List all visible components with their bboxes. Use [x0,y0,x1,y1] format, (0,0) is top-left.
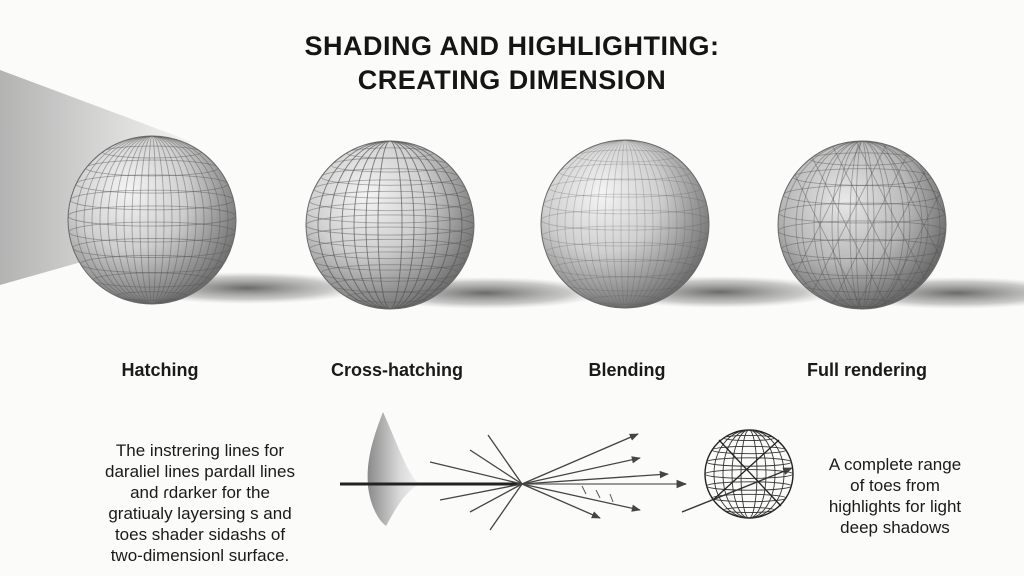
sphere-hatching [67,135,367,305]
outgoing-ray [521,483,641,512]
incoming-ray [469,449,523,485]
title-line-2: CREATING DIMENSION [357,65,667,95]
outgoing-ray [521,433,639,485]
label-cross-hatching: Cross-hatching [330,360,463,380]
incoming-ray [489,483,523,531]
light-ray-diagram [340,412,793,531]
sphere-blending [540,139,840,309]
text-line: gratiualy layersing s and [108,504,292,523]
sphere-outline [305,140,475,310]
title-line-1: SHADING AND HIGHLIGHTING: [304,31,720,61]
full-rendering-description: A complete range of toes from highlights… [805,454,985,538]
sphere-outline [777,140,947,310]
sphere-body [778,141,946,309]
text-line: highlights for light [828,497,962,516]
text-line: The instrering lines for [115,441,285,460]
globe-latitude [723,435,775,441]
globe-longitude [740,429,758,519]
sphere-body [541,140,709,308]
globe-latitude [723,507,775,513]
outgoing-ray [521,456,641,485]
label-blending: Blending [588,360,666,380]
sphere-outline [67,135,237,305]
sphere-body [68,136,236,304]
text-line: daraliel lines pardall lines [105,462,295,481]
sphere-full-rendering [777,140,1024,310]
text-line: toes shader sidashs of [114,525,286,544]
lens-shape [367,412,420,526]
incoming-ray [487,434,523,485]
sphere-row [67,135,1024,310]
text-line: deep shadows [840,518,950,537]
text-line: and ɾdarker for the [130,483,270,502]
hatching-description: The instrering lines for daraliel lines … [80,440,320,566]
text-line: of toes from [850,476,940,495]
wire-globe [704,429,794,519]
sphere-body [306,141,474,309]
text-line: A complete range [828,455,962,474]
tick-marks [581,485,614,503]
globe-latitude [706,481,792,491]
globe-latitude [706,457,792,467]
globe-longitude [722,429,776,519]
outgoing-ray [521,470,669,485]
incoming-ray [439,483,523,501]
label-full-rendering: Full rendering [806,360,927,380]
globe-longitude [731,429,767,519]
label-hatching: Hatching [121,360,199,380]
sphere-outline [540,139,710,309]
text-line: two-dimensionl surface. [110,546,290,565]
globe-latitude [704,469,794,479]
sphere-grid [778,141,946,309]
globe-longitude [713,429,785,519]
globe-latitude [711,493,787,503]
incoming-ray [469,483,523,513]
incoming-ray [429,461,523,485]
globe-latitude [711,445,787,455]
outgoing-ray [521,483,601,519]
sphere-cross-hatching [305,140,605,310]
